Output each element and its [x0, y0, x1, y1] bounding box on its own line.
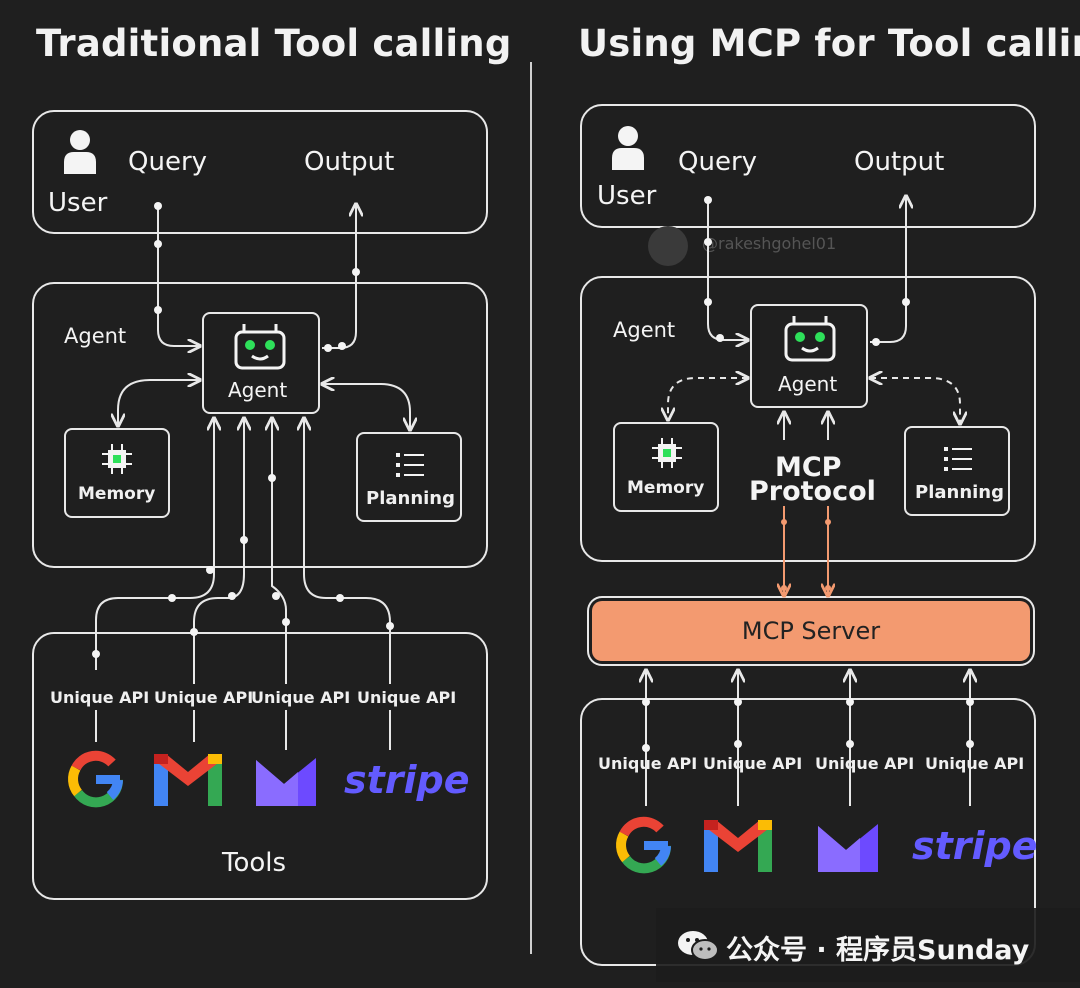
right-memory-label: Memory [627, 478, 705, 498]
chip-icon [102, 444, 132, 474]
right-planning-node [904, 426, 1010, 516]
chip-icon [652, 438, 682, 468]
left-output-label: Output [304, 147, 395, 177]
stripe-logo: stripe [344, 758, 470, 802]
user-icon [64, 130, 96, 174]
credit-handle: @rakeshgohel01 [702, 234, 837, 253]
left-tools-box [32, 632, 488, 900]
left-agent-node [202, 312, 320, 414]
watermark-text: 公众号 · 程序员Sunday [726, 935, 1030, 966]
right-api-label-2: Unique API [703, 754, 803, 773]
stripe-logo: stripe [912, 824, 1038, 868]
center-divider [530, 62, 532, 954]
robot-icon [234, 324, 286, 370]
mcp-server: MCP Server [592, 601, 1030, 661]
right-agent-node [750, 304, 868, 408]
right-api-label-4: Unique API [925, 754, 1025, 773]
right-api-label-1: Unique API [598, 754, 698, 773]
right-agent-node-label: Agent [778, 372, 838, 396]
user-icon [612, 126, 644, 170]
right-agent-section-label: Agent [613, 318, 676, 342]
mcp-protocol-line2: Protocol [749, 476, 876, 507]
right-output-label: Output [854, 147, 945, 177]
gmail-icon [704, 820, 772, 872]
robot-icon [784, 316, 836, 362]
left-api-label-4: Unique API [357, 688, 457, 707]
google-icon [68, 750, 124, 808]
right-query-label: Query [678, 147, 758, 177]
wechat-icon [678, 931, 719, 961]
left-planning-node [356, 432, 462, 522]
left-api-label-2: Unique API [154, 688, 254, 707]
left-agent-section-label: Agent [64, 324, 127, 348]
left-tools-label: Tools [222, 848, 287, 878]
proton-mail-icon [818, 824, 878, 872]
left-memory-node [64, 428, 170, 518]
credit-avatar [648, 226, 688, 266]
proton-mail-icon [256, 758, 316, 806]
right-agent-box [580, 276, 1036, 562]
mcp-server-label: MCP Server [741, 617, 881, 645]
right-api-label-3: Unique API [815, 754, 915, 773]
right-memory-node [613, 422, 719, 512]
left-api-label-1: Unique API [50, 688, 150, 707]
left-title: Traditional Tool calling [36, 22, 512, 65]
left-planning-label: Planning [366, 488, 456, 509]
right-user-label: User [597, 181, 657, 211]
left-api-label-3: Unique API [251, 688, 351, 707]
left-query-label: Query [128, 147, 208, 177]
left-user-box [32, 110, 488, 234]
mcp-protocol-line1: MCP [775, 452, 842, 483]
left-agent-node-label: Agent [228, 378, 288, 402]
list-icon [944, 447, 972, 471]
gmail-icon [154, 754, 222, 806]
right-planning-label: Planning [915, 482, 1005, 503]
watermark-backdrop [656, 908, 1080, 982]
right-title: Using MCP for Tool calling [578, 22, 1080, 65]
left-user-label: User [48, 188, 108, 218]
list-icon [396, 453, 424, 477]
google-icon [616, 816, 672, 874]
left-agent-box [32, 282, 488, 568]
right-user-box [580, 104, 1036, 228]
left-memory-label: Memory [78, 484, 156, 504]
